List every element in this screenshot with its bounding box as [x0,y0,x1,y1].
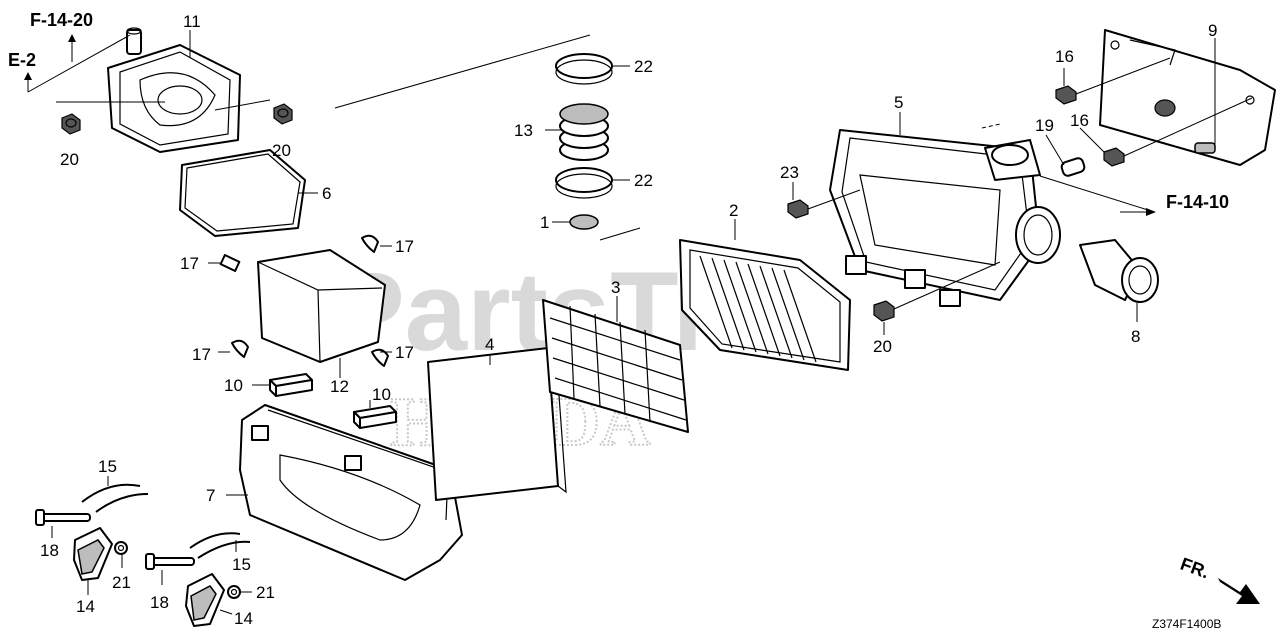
part-3-grid-frame [542,299,689,433]
part-4-foam-filter [427,346,567,501]
callout-17-c: 17 [192,345,211,364]
part-20-nut-right [873,261,1001,322]
front-marker: FR. [1178,554,1212,583]
part-1-small-screen [569,214,599,230]
ref-f14-20-label: F-14-20 [30,10,93,30]
callout-5: 5 [894,93,903,112]
callout-14-left: 14 [76,597,95,616]
callout-19: 19 [1035,116,1054,135]
part-12-filter-case [257,249,386,363]
callout-18-right: 18 [150,593,169,612]
part-18-pin-b [145,553,195,570]
callout-20-right: 20 [873,337,892,356]
ref-f14-10[interactable]: F-14-10 [1120,192,1229,216]
callout-23: 23 [780,163,799,182]
callout-6: 6 [322,184,331,203]
callout-8: 8 [1131,327,1140,346]
callout-16-top: 16 [1055,47,1074,66]
part-20-nut-middle [273,103,293,125]
callout-labels: 1 2 3 4 5 6 7 8 9 10 10 11 12 13 14 14 1… [40,12,1217,628]
callout-17-b: 17 [395,237,414,256]
part-19-collar [1060,157,1086,177]
callout-20-middle: 20 [272,141,291,160]
callout-17-a: 17 [180,254,199,273]
callout-22-bottom: 22 [634,171,653,190]
part-22-band-bottom [555,167,613,199]
callout-15-left: 15 [98,457,117,476]
part-7-cleaner-cover [239,404,463,581]
ref-f14-10-label: F-14-10 [1166,192,1229,212]
callout-16-lower: 16 [1070,111,1089,130]
callout-3: 3 [611,278,620,297]
part-21-clip-a [114,541,128,555]
diagram-code: Z374F1400B [1152,617,1221,631]
part-2-paper-filter [679,239,851,371]
part-22-band-top [555,53,613,85]
callout-21-left: 21 [112,573,131,592]
callout-14-right: 14 [234,609,253,628]
callout-4: 4 [485,335,494,354]
callout-10-left: 10 [224,376,243,395]
part-18-pin-a [35,509,91,526]
part-15-spring-a [81,483,141,503]
callout-13: 13 [514,121,533,140]
part-15-spring-b [189,532,241,549]
ref-f14-20[interactable]: F-14-20 [30,10,93,62]
callout-20-left: 20 [60,150,79,169]
part-8-elbow [1079,239,1159,303]
callout-18-left: 18 [40,541,59,560]
ref-e2[interactable]: E-2 [8,50,36,92]
part-13-screen-stack [559,103,609,161]
callout-11: 11 [183,12,201,31]
ref-e2-label: E-2 [8,50,36,70]
callout-22-top: 22 [634,57,653,76]
part-14-latch-a [73,527,113,581]
part-17-clip-a [219,254,241,272]
part-17-clip-d [371,348,389,367]
part-20-nut-left [61,113,81,135]
part-21-clip-b [227,585,241,599]
callout-7: 7 [206,486,215,505]
part-16-bolt-lower [1103,97,1253,167]
callout-10-right: 10 [372,385,391,404]
part-23-bolt [787,189,861,219]
part-14-latch-b [185,573,225,627]
callout-15-right: 15 [232,555,251,574]
part-10-foam-right [353,405,397,429]
part-11-inlet-duct [107,27,241,153]
callout-9: 9 [1208,21,1217,40]
callout-21-right: 21 [256,583,275,602]
callout-17-d: 17 [395,343,414,362]
part-5-cleaner-case [829,129,1061,307]
part-17-clip-b [361,234,379,253]
callout-12: 12 [330,377,349,396]
part-16-bolt-top [1055,57,1171,105]
callout-2: 2 [729,201,738,220]
part-10-foam-left [269,373,313,397]
part-17-clip-c [231,339,249,358]
front-direction-arrow: FR. [1178,554,1260,604]
part-9-bracket [1099,29,1276,166]
part-6-gasket [179,149,306,237]
callout-1: 1 [540,213,549,232]
